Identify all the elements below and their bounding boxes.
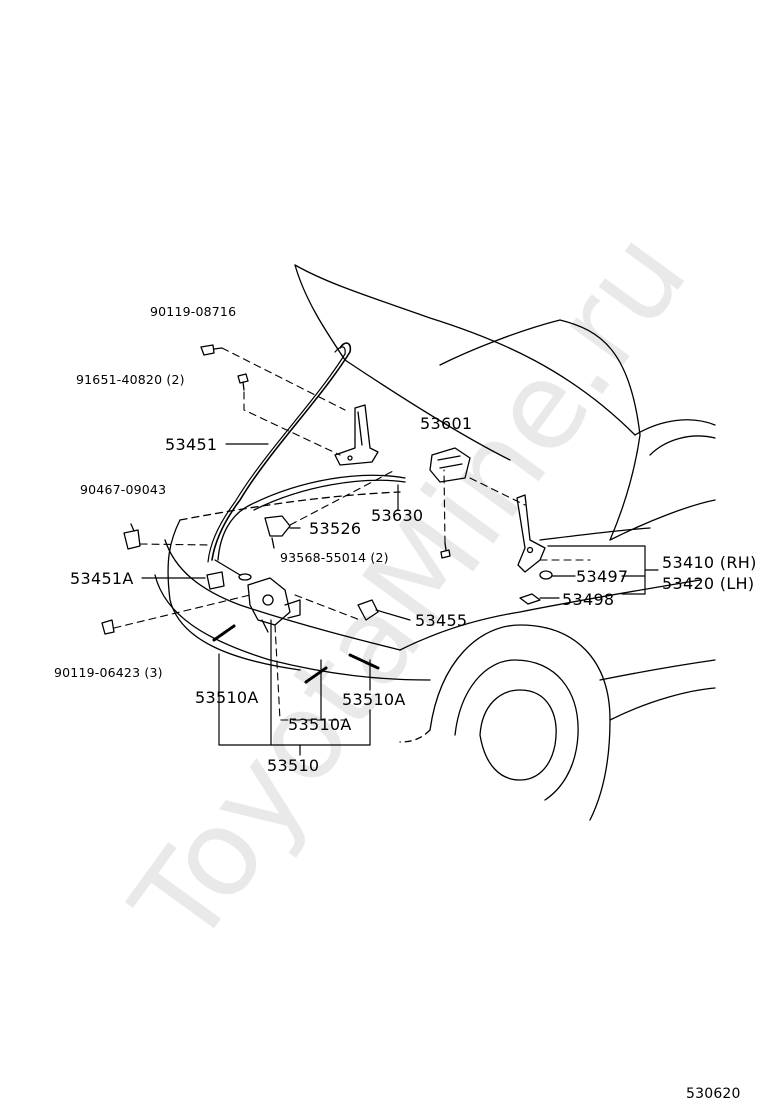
- label-53451a: 53451A: [70, 569, 134, 588]
- hood-support-rod: [207, 342, 352, 563]
- label-53510a-right: 53510A: [342, 690, 406, 709]
- label-90467-09043: 90467-09043: [80, 482, 167, 497]
- small-parts: [101, 344, 553, 684]
- label-53410-rh: 53410 (RH): [662, 553, 757, 572]
- label-53451: 53451: [165, 435, 218, 454]
- solid-leaders: [141, 443, 659, 756]
- label-91651-40820: 91651-40820 (2): [76, 372, 185, 387]
- dashed-leaders: [113, 347, 591, 721]
- label-53510a-mid: 53510A: [288, 715, 352, 734]
- hood-lock-assembly: [247, 577, 301, 633]
- label-93568-55014: 93568-55014 (2): [280, 550, 389, 565]
- hood-release-cable: [214, 474, 406, 581]
- diagram-code: 530620: [686, 1086, 741, 1102]
- label-53498: 53498: [562, 590, 615, 609]
- label-53455: 53455: [415, 611, 468, 630]
- hinge-left: [334, 404, 379, 466]
- car-body-outline: [154, 264, 716, 821]
- label-53601: 53601: [420, 414, 473, 433]
- label-53497: 53497: [576, 567, 629, 586]
- label-53630: 53630: [371, 506, 424, 525]
- label-53510a-left: 53510A: [195, 688, 259, 707]
- label-53510: 53510: [267, 756, 320, 775]
- label-53420-lh: 53420 (LH): [662, 574, 755, 593]
- label-53526: 53526: [309, 519, 362, 538]
- label-90119-06423: 90119-06423 (3): [54, 665, 163, 680]
- release-lever: [429, 447, 471, 483]
- label-90119-08716: 90119-08716: [150, 304, 237, 319]
